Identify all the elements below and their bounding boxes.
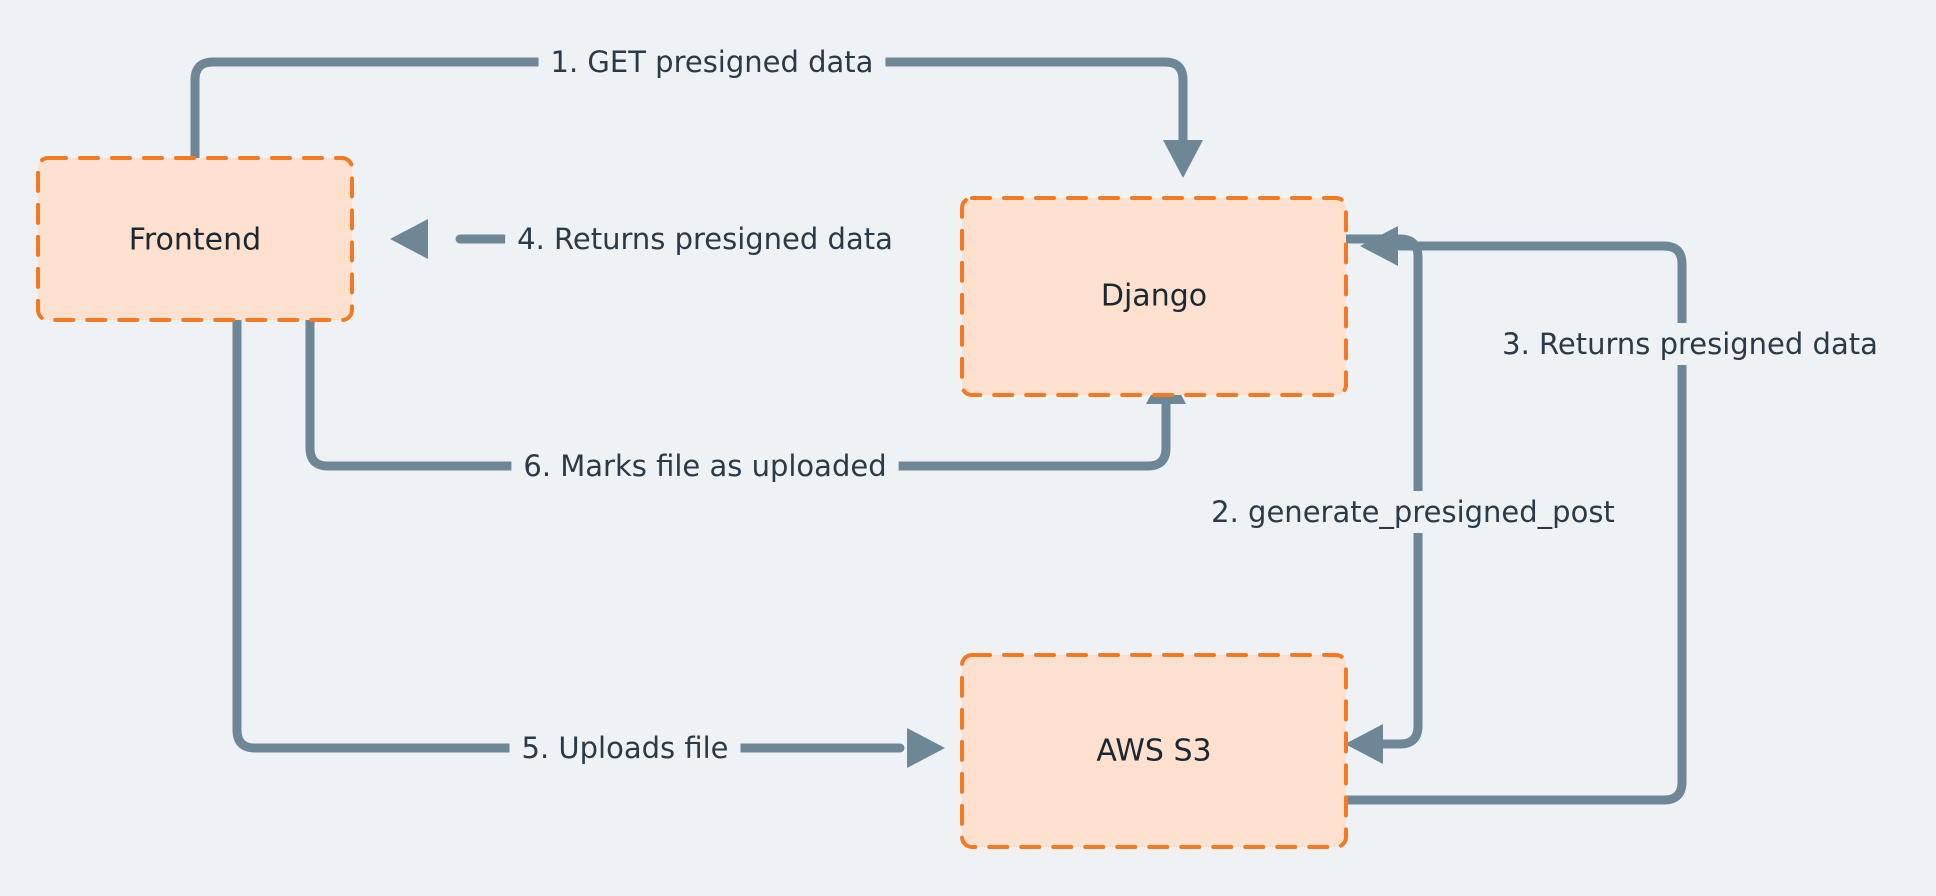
edge-3-path [1085,241,1687,805]
node-aws-s3-label: AWS S3 [1096,734,1211,769]
edge-2-label: 2. generate_presigned_post [1211,495,1615,529]
node-django-box[interactable] [960,196,1348,397]
edge-3-label: 3. Returns presigned data [1502,327,1878,361]
edge-2-arrowhead [1345,724,1383,764]
node-frontend-box[interactable] [36,156,354,322]
edge-4-arrowhead [390,219,428,259]
edge-1-label-backdrop [538,41,886,83]
edge-1-get-presigned-data: 1. GET presigned data [190,41,1203,178]
node-django-label: Django [1101,279,1207,314]
edge-4-label-backdrop [505,218,905,260]
edge-4-returns-presigned-data: 4. Returns presigned data [390,218,905,260]
node-aws-s3-box[interactable] [960,653,1348,849]
edge-5-path [232,315,905,753]
edge-6-label: 6. Marks file as uploaded [523,449,886,483]
edge-6-label-backdrop [511,445,899,487]
edge-1-label: 1. GET presigned data [551,45,874,79]
node-frontend-label: Frontend [129,223,261,258]
edge-3-label-backdrop [1490,323,1890,365]
edge-5-arrowhead [907,728,945,768]
edge-1-arrowhead [1163,140,1203,178]
node-frontend[interactable]: Frontend [36,156,354,322]
node-django[interactable]: Django [960,196,1348,397]
edge-2-generate-presigned-post: 2. generate_presigned_post [1085,234,1627,764]
edge-5-label-backdrop [509,727,741,769]
node-aws-s3[interactable]: AWS S3 [960,653,1348,849]
edge-3-returns-presigned-data: 3. Returns presigned data [1085,226,1890,805]
edge-5-label: 5. Uploads file [522,731,729,765]
edge-6-marks-file-as-uploaded: 6. Marks file as uploaded [305,315,1186,487]
edge-4-label: 4. Returns presigned data [517,222,893,256]
edge-2-label-backdrop [1199,491,1627,533]
edge-5-uploads-file: 5. Uploads file [232,315,945,769]
edge-3-arrowhead [1360,226,1398,266]
